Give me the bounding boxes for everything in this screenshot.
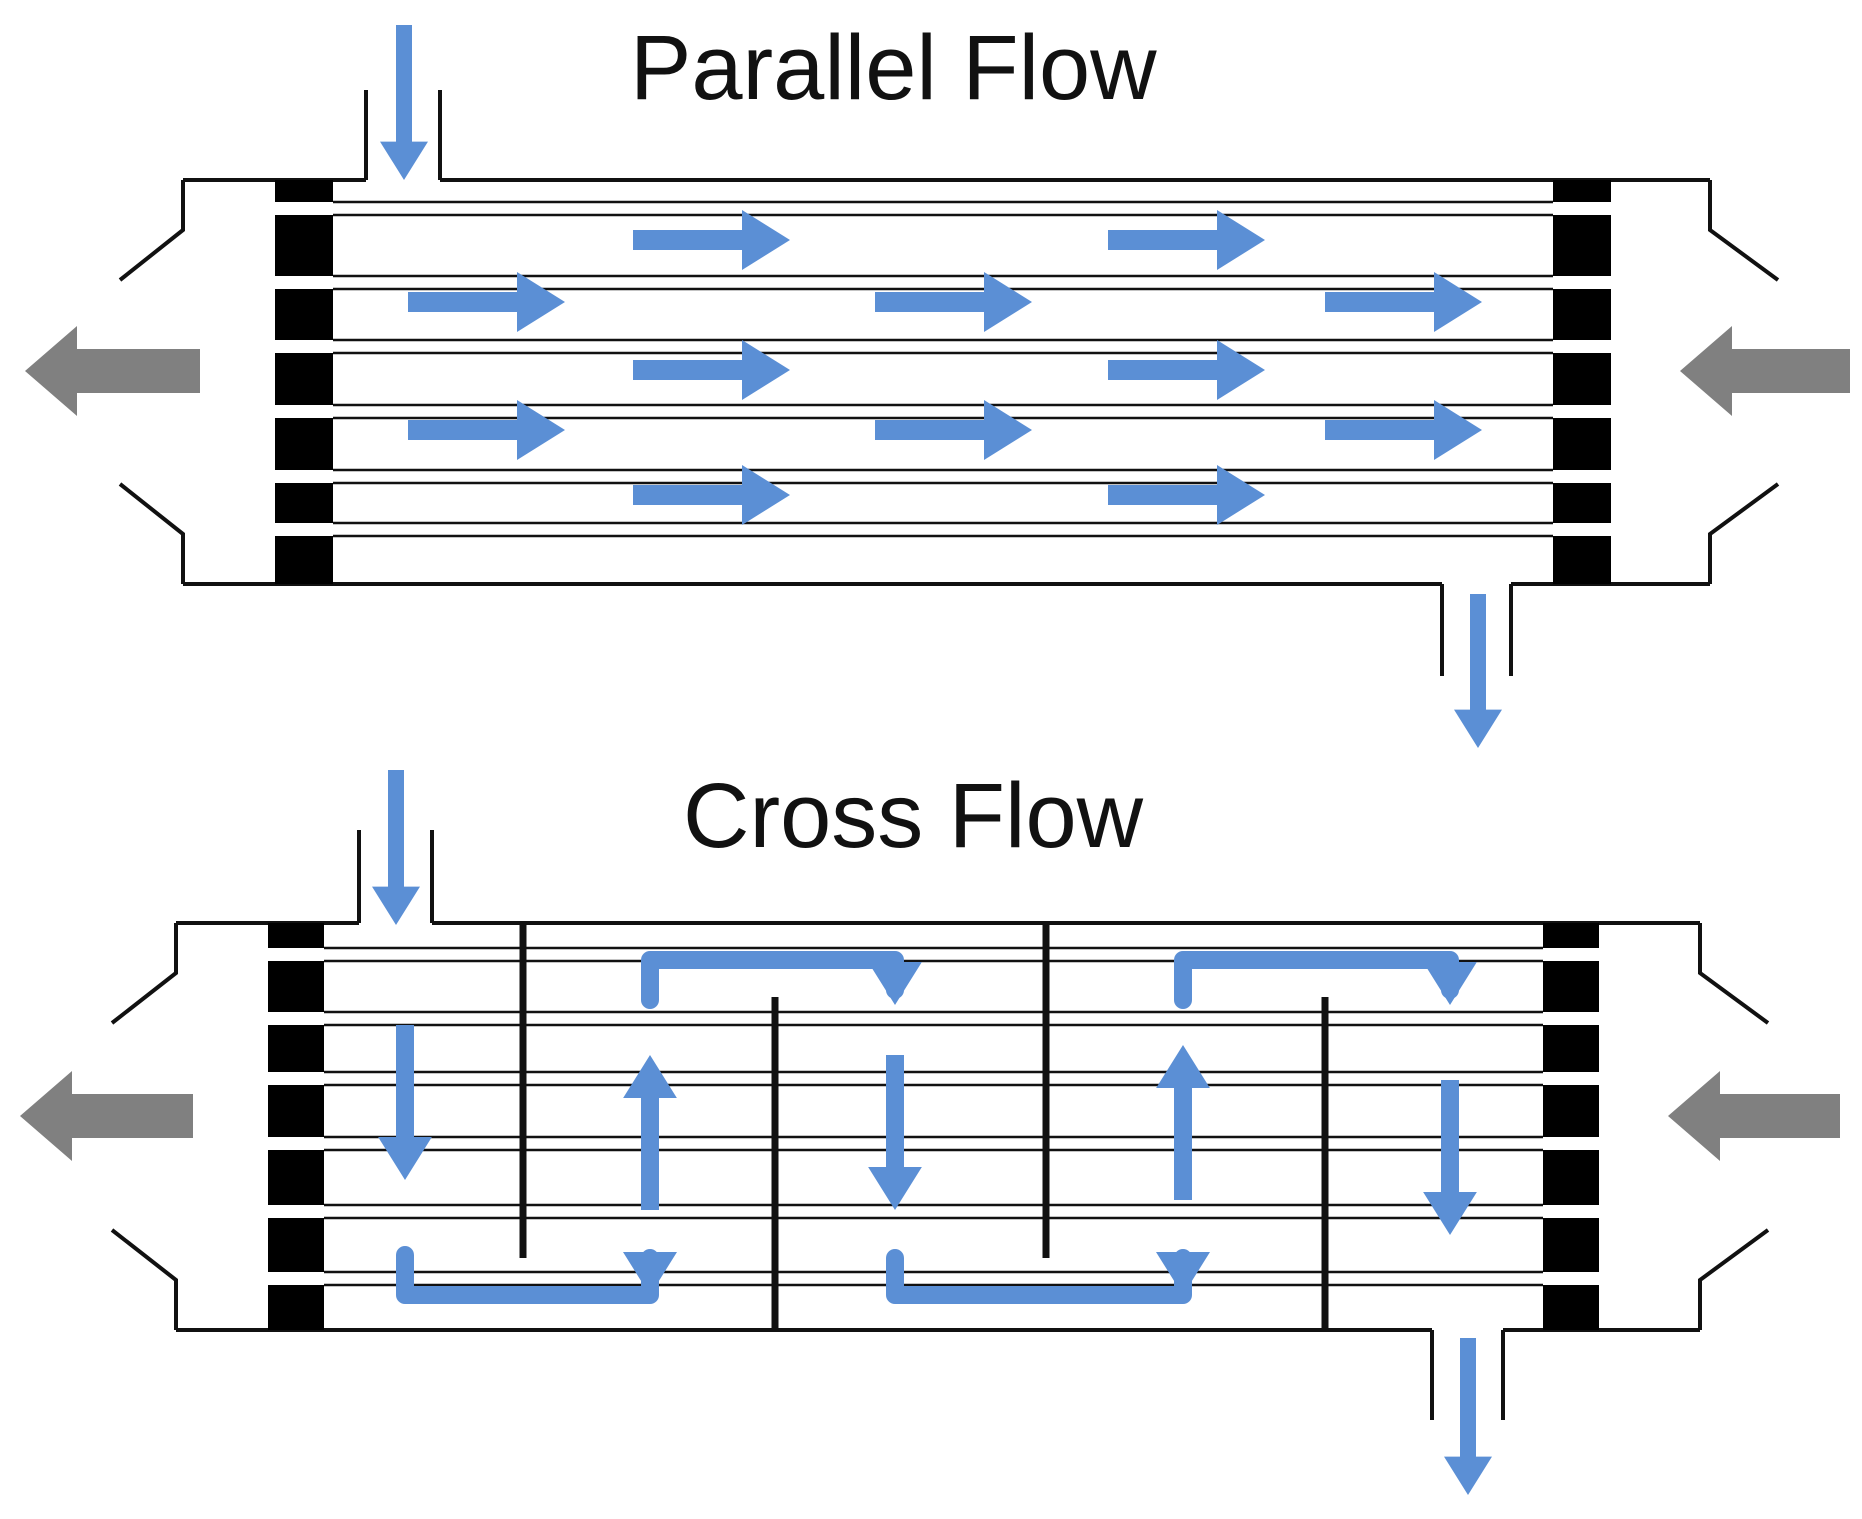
left-tube-sheet-block: [268, 1085, 324, 1137]
left-tube-sheet-block: [268, 961, 324, 1012]
flow-bend-bottom: [886, 1249, 1192, 1304]
right-head-lower-wall: [1708, 482, 1780, 584]
left-tube-sheet-block: [268, 1285, 324, 1330]
right-head-upper-wall: [1698, 923, 1770, 1025]
shell-outlet-gray-arrow-icon: [25, 326, 200, 416]
right-tube-sheet-block: [1553, 353, 1611, 405]
cross-flow-title: Cross Flow: [683, 765, 1144, 867]
flow-bend-top: [641, 951, 904, 1009]
right-tube-sheet-block: [1553, 289, 1611, 340]
right-head-upper-wall: [1708, 180, 1780, 282]
right-head-lower-wall: [1698, 1228, 1770, 1330]
right-tube-sheet-block: [1543, 1085, 1599, 1137]
flow-bend-top: [1174, 951, 1459, 1009]
left-tube-sheet-block: [275, 536, 333, 584]
left-tube-sheet-block: [268, 1025, 324, 1072]
left-head-lower-wall: [118, 482, 185, 584]
cross-flow-exchanger: [20, 770, 1840, 1496]
left-head-upper-wall: [118, 180, 185, 282]
left-tube-sheet-block: [275, 353, 333, 405]
right-tube-sheet-block: [1543, 1218, 1599, 1272]
left-tube-sheet-block: [268, 923, 324, 948]
left-tube-sheet-block: [268, 1218, 324, 1272]
right-tube-sheet-block: [1553, 215, 1611, 276]
right-tube-sheet-block: [1543, 1025, 1599, 1072]
left-tube-sheet-block: [275, 418, 333, 470]
flow-bend-bottom: [396, 1246, 659, 1304]
parallel-flow-title: Parallel Flow: [630, 17, 1157, 119]
left-head-upper-wall: [110, 923, 178, 1025]
right-tube-sheet-block: [1553, 180, 1611, 202]
parallel-flow-exchanger: [25, 25, 1850, 748]
shell-inlet-gray-arrow-icon: [1680, 326, 1850, 416]
right-tube-sheet-block: [1543, 923, 1599, 948]
left-tube-sheet-block: [275, 180, 333, 202]
shell-outlet-gray-arrow-icon: [20, 1071, 193, 1161]
right-tube-sheet-block: [1553, 418, 1611, 470]
right-tube-sheet-block: [1553, 483, 1611, 523]
left-tube-sheet-block: [268, 1150, 324, 1205]
left-head-lower-wall: [110, 1228, 178, 1330]
shell-inlet-gray-arrow-icon: [1668, 1071, 1840, 1161]
left-tube-sheet-block: [275, 483, 333, 523]
right-tube-sheet-block: [1553, 536, 1611, 584]
right-tube-sheet-block: [1543, 1285, 1599, 1330]
left-tube-sheet-block: [275, 289, 333, 340]
left-tube-sheet-block: [275, 215, 333, 276]
right-tube-sheet-block: [1543, 961, 1599, 1012]
right-tube-sheet-block: [1543, 1150, 1599, 1205]
